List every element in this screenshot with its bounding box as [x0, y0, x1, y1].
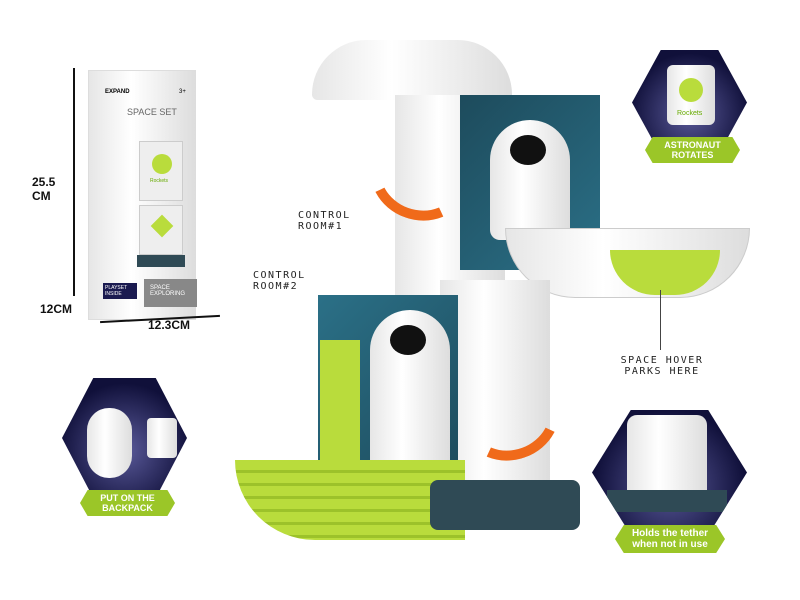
tower-base: [430, 480, 580, 530]
brand-logo: EXPAND: [105, 89, 130, 95]
feature-rotate-label: ASTRONAUT ROTATES: [645, 137, 740, 163]
package-title: SPACE SET: [127, 107, 177, 117]
callout-control-room-1: CONTROL ROOM#1: [298, 210, 351, 232]
feature-tether-hex: [592, 410, 747, 535]
package-module-bottom: [139, 205, 183, 255]
playset-badge: PLAYSET INSIDE: [103, 283, 137, 299]
package-module-top: Rockets: [139, 141, 183, 201]
package-box: EXPAND 3+ SPACE SET Rockets PLAYSET INSI…: [88, 70, 197, 320]
tower-top-cap: [312, 40, 512, 100]
callout-control-room-2: CONTROL ROOM#2: [253, 270, 306, 292]
ramp: [235, 460, 465, 540]
depth-dimension: 12CM: [40, 302, 73, 316]
age-label: 3+: [179, 89, 186, 95]
feature-backpack-hex: [62, 378, 187, 498]
feature-backpack-label: PUT ON THE BACKPACK: [80, 490, 175, 516]
width-dimension: 12.3CM: [148, 318, 191, 332]
feature-tether-label: Holds the tether when not in use: [615, 525, 725, 553]
height-dimension: 25.5 CM: [32, 175, 56, 203]
package-footer: SPACE EXPLORING: [144, 279, 197, 307]
callout-space-hover: SPACE HOVER PARKS HERE: [620, 355, 704, 377]
